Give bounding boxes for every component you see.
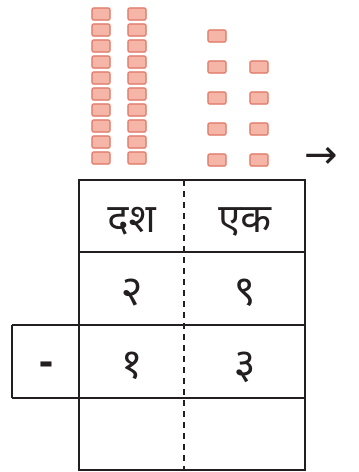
- ones-cube: [207, 29, 227, 43]
- tens-rod-unit: [127, 87, 147, 101]
- arrow-icon: →: [304, 132, 338, 178]
- ones-cube: [207, 153, 227, 167]
- tens-rod-unit: [91, 71, 111, 85]
- tens-rod-unit: [91, 55, 111, 69]
- ones-cube: [207, 60, 227, 74]
- tens-rod-unit: [91, 119, 111, 133]
- ones-cube: [249, 153, 269, 167]
- minuend-ones-digit: ९: [233, 265, 256, 315]
- ones-cube: [207, 91, 227, 105]
- tens-rod-unit: [127, 151, 147, 165]
- tens-rod-unit: [91, 7, 111, 21]
- place-value-blocks: [91, 7, 269, 167]
- tens-rod-unit: [127, 39, 147, 53]
- answer-tens-cell[interactable]: [80, 399, 183, 469]
- tens-rod-unit: [127, 103, 147, 117]
- tens-rod-unit: [127, 135, 147, 149]
- ones-cube: [207, 122, 227, 136]
- ones-cube: [249, 91, 269, 105]
- header-tens: दश: [107, 196, 156, 242]
- ones-cube: [249, 60, 269, 74]
- tens-rod-unit: [127, 119, 147, 133]
- ones-cubes: [207, 29, 269, 167]
- tens-rod-unit: [91, 151, 111, 165]
- tens-rod-unit: [91, 87, 111, 101]
- subtrahend-ones-digit: ३: [233, 338, 256, 388]
- answer-ones-cell[interactable]: [185, 399, 304, 469]
- minus-sign: -: [38, 341, 54, 383]
- tens-rod-unit: [91, 23, 111, 37]
- ones-cube: [249, 122, 269, 136]
- header-ones: एक: [218, 196, 271, 242]
- subtrahend-tens-digit: १: [120, 338, 143, 388]
- tens-rod-unit: [127, 7, 147, 21]
- minuend-tens-digit: २: [120, 265, 143, 315]
- tens-rod-unit: [127, 23, 147, 37]
- tens-rod-unit: [127, 71, 147, 85]
- tens-rod-unit: [91, 103, 111, 117]
- tens-rod-unit: [127, 55, 147, 69]
- tens-rod-unit: [91, 135, 111, 149]
- tens-rod-unit: [91, 39, 111, 53]
- tens-rods: [91, 7, 147, 165]
